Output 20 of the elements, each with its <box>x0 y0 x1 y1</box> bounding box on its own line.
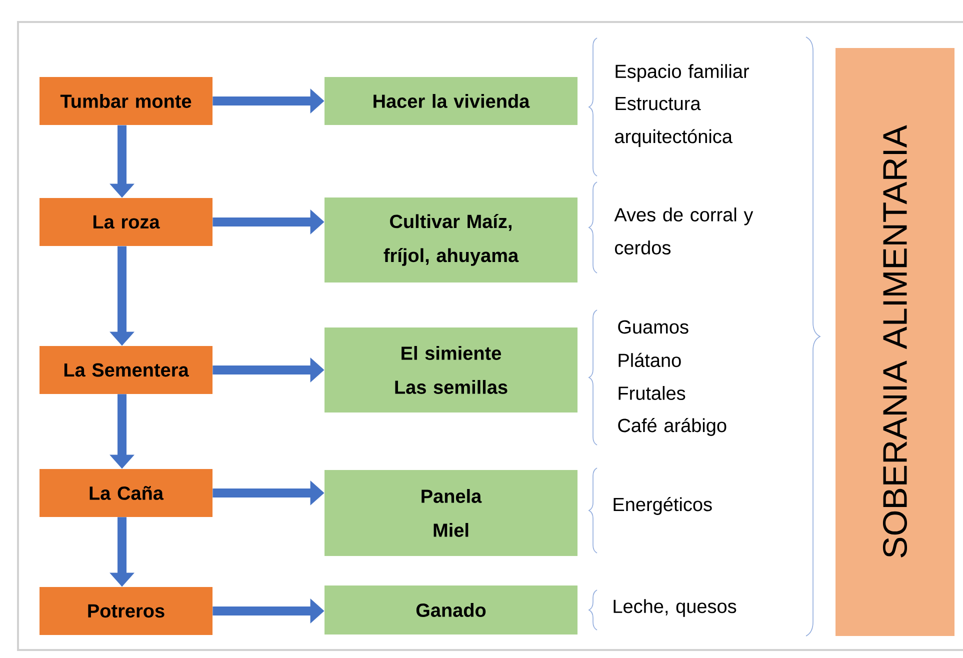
step-box: La Sementera <box>40 346 212 394</box>
result-box: Panela Miel <box>324 470 578 556</box>
list-item: Leche, quesos <box>614 599 736 617</box>
list-item: Estructura arquitectónica <box>615 97 732 147</box>
result-box: Ganado <box>324 585 578 634</box>
list-item: Frutales <box>618 386 686 400</box>
step-box: Potreros <box>40 586 212 635</box>
list-item: Espacio familiar <box>616 64 749 82</box>
result-box: Cultivar Maíz, fríjol, ahuyama <box>324 198 578 282</box>
list-item: Aves de corral y cerdos <box>614 208 754 254</box>
step-box: La roza <box>40 198 212 246</box>
step-box: La Caña <box>40 468 212 517</box>
list-item: Café arábigo <box>618 418 726 436</box>
list-item: Plátano <box>618 352 681 368</box>
result-box: Hacer la vivienda <box>324 77 578 125</box>
step-box: Tumbar monte <box>40 77 212 125</box>
summary-bar: SOBERANIA ALIMENTARIA <box>836 48 954 636</box>
list-item: Guamos <box>618 320 688 334</box>
list-item: Energéticos <box>614 497 712 515</box>
result-box: El simiente Las semillas <box>324 327 578 412</box>
